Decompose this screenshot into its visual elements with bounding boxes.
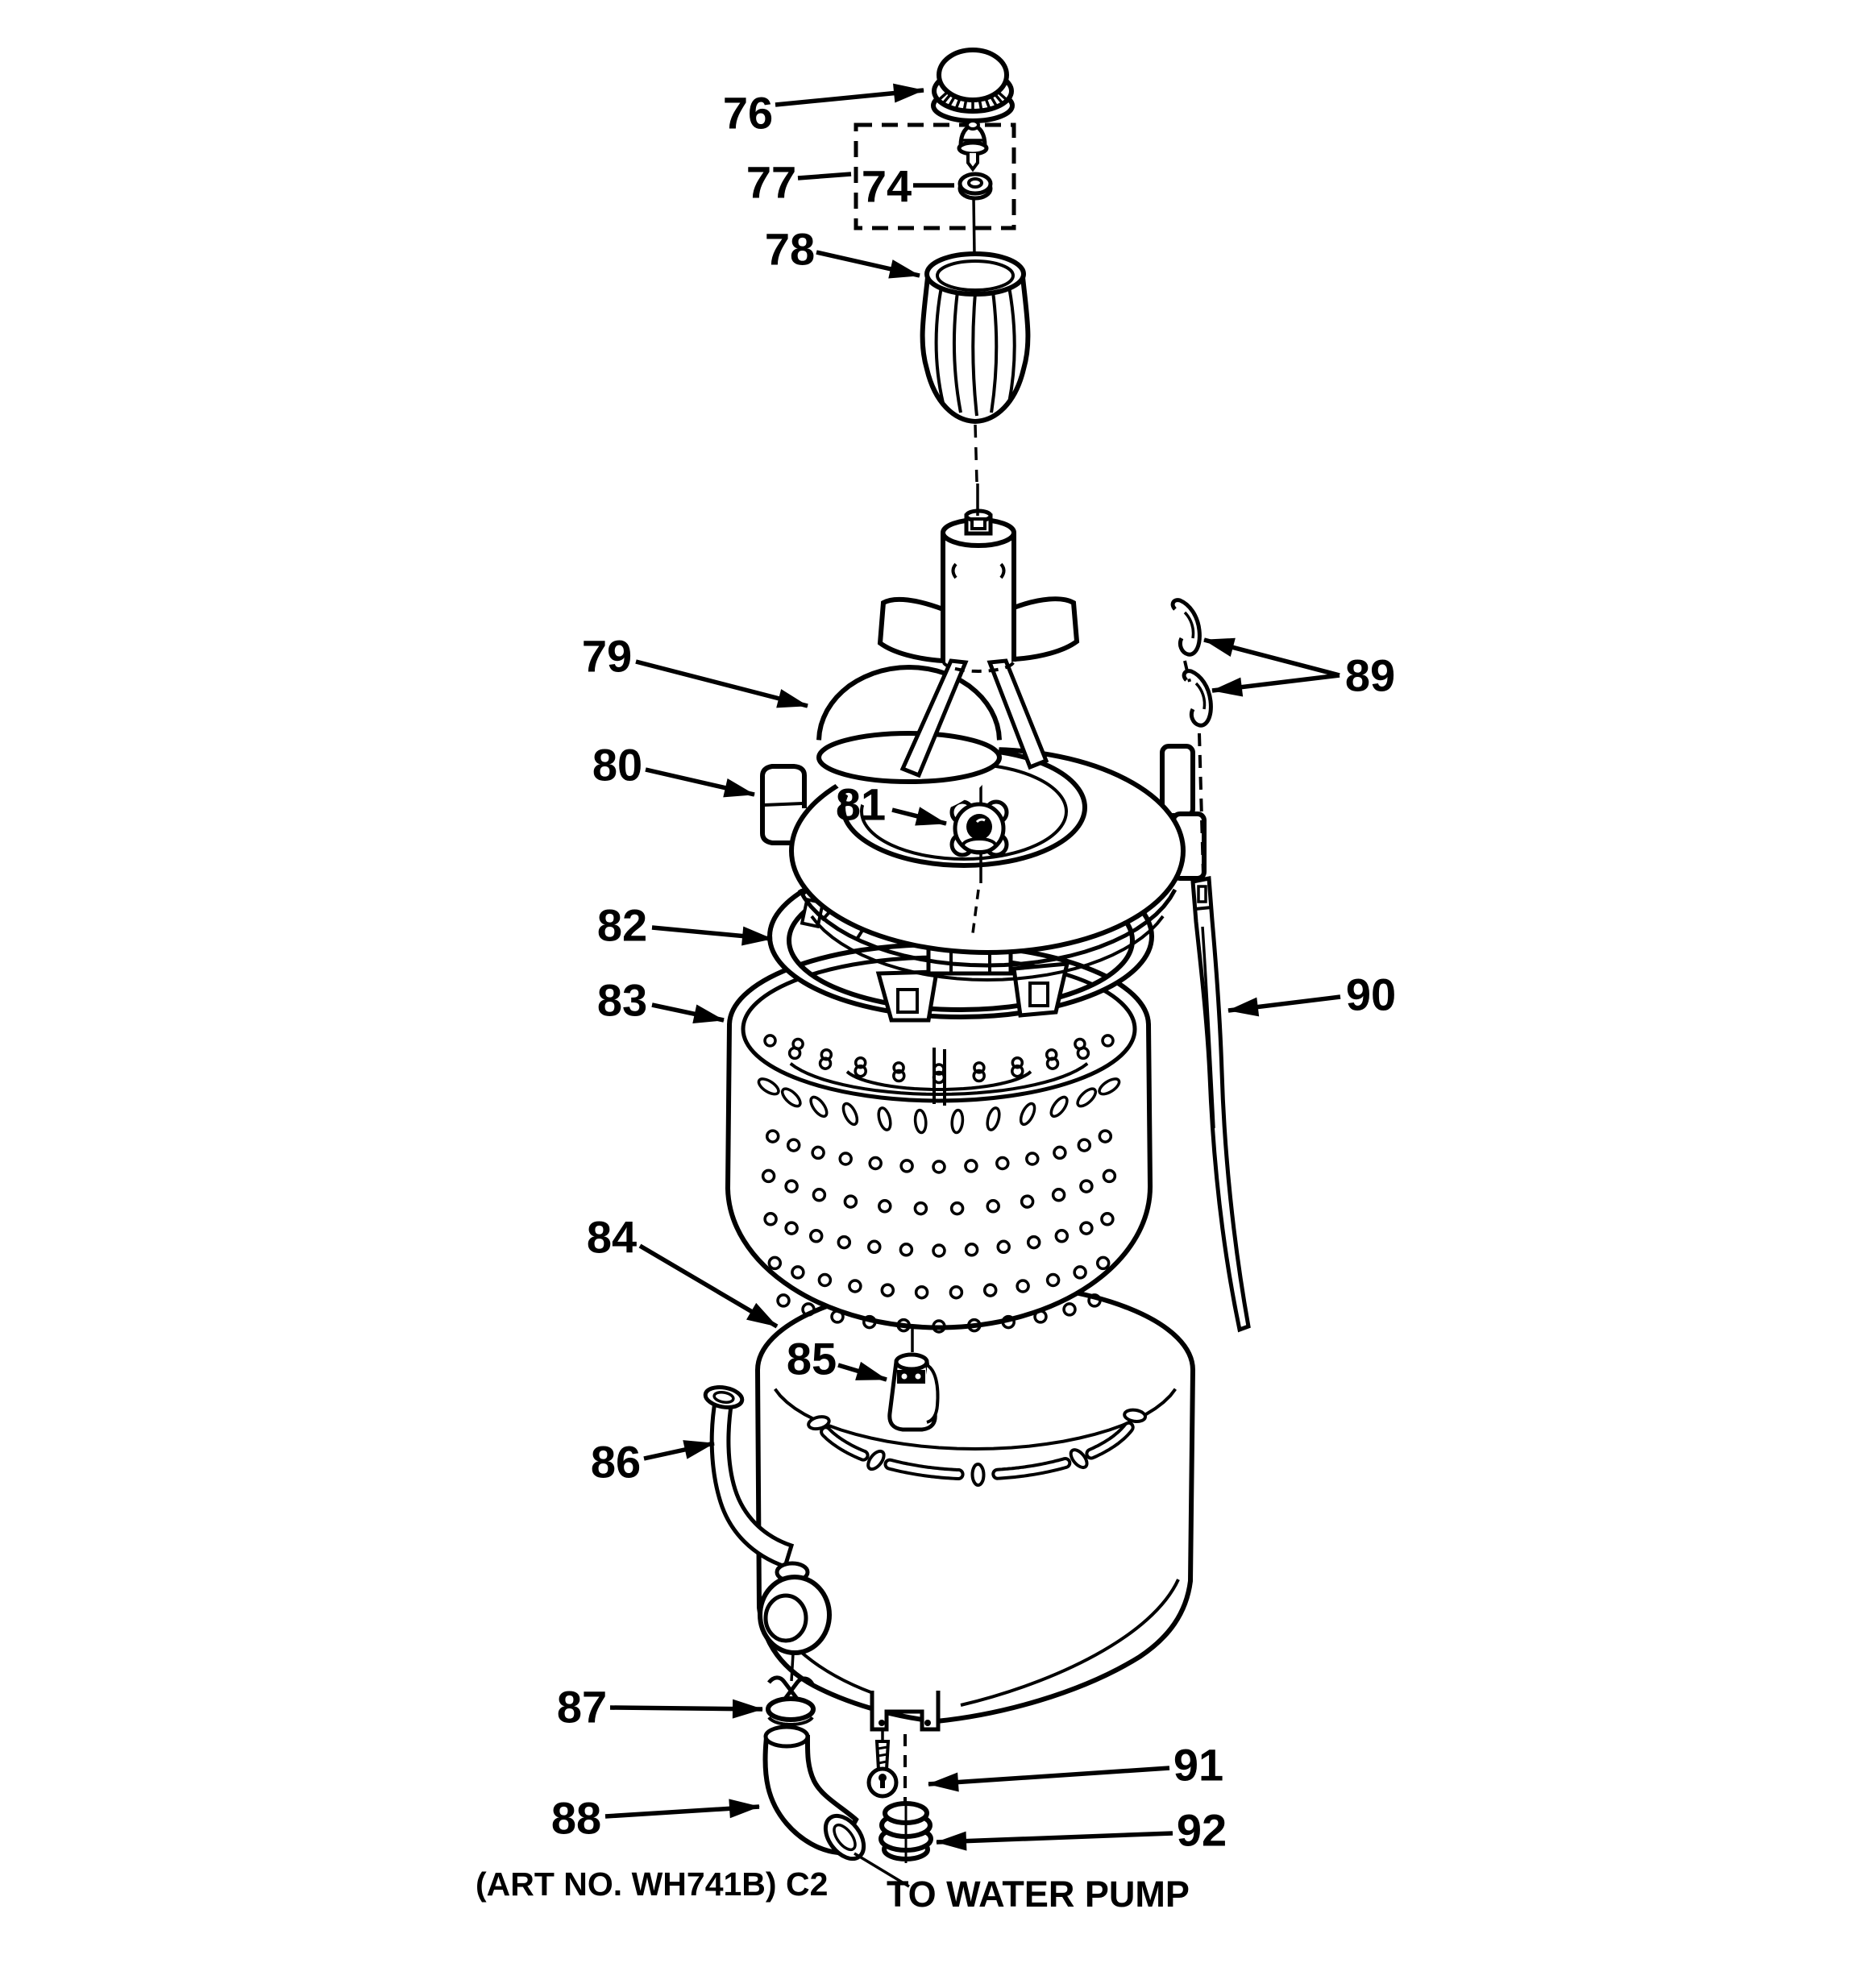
callout-leader-91	[928, 1766, 1170, 1792]
callout-86: 86	[591, 1437, 641, 1488]
callout-80: 80	[592, 740, 642, 791]
callout-leader-90	[1227, 994, 1341, 1017]
tub-hub	[887, 1326, 940, 1432]
callout-90: 90	[1346, 969, 1396, 1020]
callout-leader-89	[1203, 637, 1340, 678]
drive-bell	[816, 508, 1080, 816]
callout-84: 84	[587, 1212, 637, 1263]
centerlines	[972, 197, 979, 516]
callout-layer: 76 77 74 78 79 80 81 82 83 84 85 86 87 88 89 90 91 92	[551, 83, 1396, 1856]
callout-leader-80	[645, 767, 755, 798]
callout-leader-81	[891, 807, 947, 826]
callout-leader-77	[797, 172, 852, 181]
callout-83: 83	[597, 975, 647, 1026]
callout-leader-82	[651, 925, 773, 946]
callout-leader-87	[609, 1699, 763, 1719]
basket-perforations	[757, 1034, 1121, 1334]
drain-outlet	[758, 1561, 832, 1682]
seal-kit	[854, 122, 1016, 230]
to-water-pump-label: TO WATER PUMP	[887, 1874, 1190, 1915]
drain-elbow	[762, 1724, 910, 1888]
callout-79: 79	[582, 631, 632, 682]
outer-tub	[754, 1280, 1196, 1724]
callout-76: 76	[723, 88, 773, 139]
callout-leader-92	[936, 1831, 1173, 1851]
callout-leader-83	[651, 1002, 725, 1024]
callout-leader-79	[635, 659, 808, 708]
callout-85: 85	[787, 1334, 837, 1384]
side-hose	[703, 1385, 795, 1570]
callout-92: 92	[1177, 1805, 1227, 1856]
agitator-cap	[931, 48, 1015, 131]
callout-89: 89	[1345, 650, 1395, 701]
callout-leader-85	[837, 1361, 887, 1382]
hose-clamp	[766, 1675, 816, 1726]
callout-91: 91	[1173, 1740, 1223, 1791]
callout-78: 78	[765, 224, 815, 275]
callout-leader-89	[1211, 673, 1340, 697]
dashed-group-box	[854, 122, 1016, 230]
callout-leader-78	[816, 250, 920, 279]
callout-87: 87	[557, 1682, 607, 1733]
seal-washer	[957, 172, 993, 201]
retainer-clips	[1170, 598, 1213, 876]
softener-dispenser	[920, 251, 1031, 425]
callout-82: 82	[597, 900, 647, 951]
callout-leader-88	[604, 1799, 760, 1819]
callout-leader-76	[775, 83, 924, 107]
tub-rim-slots	[807, 1408, 1148, 1487]
tub-strap	[1190, 875, 1251, 1333]
callout-81: 81	[836, 779, 886, 830]
art-number-caption: (ART NO. WH741B) C2	[476, 1866, 828, 1903]
callout-leader-86	[643, 1440, 715, 1461]
callout-74: 74	[862, 161, 912, 212]
callout-88: 88	[551, 1793, 601, 1844]
hub-nut	[949, 799, 1009, 857]
callout-77: 77	[746, 157, 796, 208]
spin-basket	[725, 942, 1153, 1334]
coupling	[879, 1801, 933, 1861]
callout-leader-84	[638, 1243, 779, 1329]
screw	[866, 1731, 899, 1799]
